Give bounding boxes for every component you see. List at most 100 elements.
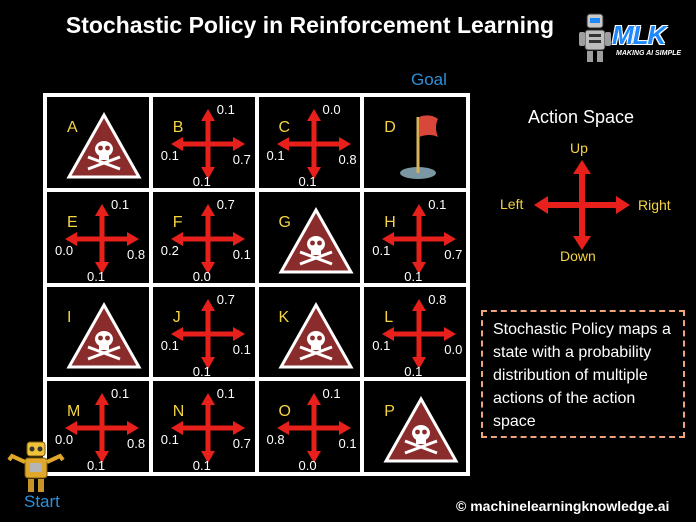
grid-cell-f: F 0.7 0.2 0.1 0.0	[152, 191, 255, 284]
cell-letter: J	[172, 308, 181, 326]
cell-letter: B	[172, 119, 184, 136]
skull-hazard-icon	[277, 206, 354, 274]
cell-letter: M	[67, 403, 81, 421]
policy-arrows-icon	[65, 203, 139, 274]
cell-letter: H	[384, 213, 396, 231]
prob-down: 0.1	[192, 458, 211, 474]
action-down-label: Down	[560, 248, 596, 264]
grid-cell-k: K	[258, 286, 361, 378]
grid-cell-p: P	[364, 381, 466, 472]
cell-letter: D	[384, 119, 396, 136]
prob-up: 0.1	[216, 102, 235, 117]
prob-left: 0.8	[266, 432, 285, 448]
cell-letter: O	[278, 403, 291, 421]
prob-up: 0.1	[322, 386, 341, 402]
grid-cell-b: B 0.1 0.1 0.7 0.1	[152, 97, 255, 189]
cell-letter: F	[172, 213, 183, 231]
grid-cell-g: G	[258, 191, 361, 283]
prob-left: 0.1	[160, 148, 179, 163]
prob-right: 0.7	[232, 152, 251, 167]
policy-arrows-icon	[276, 109, 351, 179]
cell-letter: E	[67, 213, 78, 231]
policy-arrows-icon	[382, 203, 457, 274]
policy-arrows-icon	[170, 298, 245, 369]
prob-right: 0.7	[444, 246, 463, 262]
policy-arrows-icon	[170, 203, 245, 274]
prob-right: 0.0	[444, 341, 463, 357]
policy-arrows-icon	[382, 298, 457, 369]
policy-arrows-icon	[170, 109, 245, 179]
grid-cell-l: L 0.8 0.1 0.0 0.1	[364, 286, 466, 379]
prob-down: 0.1	[404, 268, 423, 284]
skull-hazard-icon	[383, 396, 459, 463]
cell-letter: G	[278, 213, 291, 231]
prob-down: 0.1	[192, 174, 211, 189]
logo-tagline: MAKING AI SIMPLE	[616, 50, 682, 57]
prob-right: 0.8	[338, 152, 357, 167]
skull-hazard-icon	[66, 301, 142, 368]
action-up-label: Up	[570, 140, 588, 156]
grid-cell-n: N 0.1 0.1 0.7 0.1	[152, 381, 255, 474]
policy-arrows-icon	[170, 393, 245, 464]
prob-down: 0.1	[192, 363, 211, 379]
prob-right: 0.8	[127, 436, 146, 452]
prob-left: 0.1	[266, 148, 285, 163]
grid-cell-c: C 0.0 0.1 0.8 0.1	[258, 97, 361, 189]
action-space-arrows-icon	[534, 160, 630, 250]
goal-flag-icon	[400, 115, 439, 179]
copyright: © machinelearningknowledge.ai	[456, 498, 670, 514]
robot-mascot-icon	[579, 13, 611, 62]
prob-down: 0.0	[192, 268, 211, 284]
prob-up: 0.1	[216, 386, 235, 402]
grid-cell-d: D	[364, 97, 466, 188]
prob-up: 0.1	[428, 196, 447, 212]
cell-letter: K	[278, 308, 290, 326]
prob-up: 0.1	[111, 196, 130, 212]
cell-letter: L	[384, 308, 394, 326]
goal-label: Goal	[411, 70, 447, 89]
prob-right: 0.1	[232, 341, 251, 357]
prob-left: 0.1	[372, 337, 391, 353]
mlk-logo: MLK MAKING AI SIMPLE	[572, 10, 690, 66]
grid-cell-i: I	[47, 286, 149, 378]
prob-right: 0.7	[232, 436, 251, 452]
grid-cell-h: H 0.1 0.1 0.7 0.1	[364, 191, 466, 284]
prob-left: 0.1	[160, 432, 179, 448]
prob-right: 0.1	[232, 246, 251, 262]
start-label: Start	[24, 492, 60, 511]
cell-letter: C	[278, 119, 291, 136]
cell-letter: P	[384, 403, 395, 421]
grid-cell-e: E 0.1 0.0 0.8 0.1	[47, 191, 149, 284]
prob-up: 0.7	[216, 196, 235, 212]
prob-down: 0.1	[298, 174, 317, 189]
diagram-title: Stochastic Policy in Reinforcement Learn…	[65, 12, 555, 38]
logo-brand: MLK	[612, 20, 666, 50]
prob-left: 0.0	[55, 242, 74, 258]
prob-down: 0.1	[87, 268, 106, 284]
prob-left: 0.1	[160, 337, 179, 353]
cell-letter: N	[172, 403, 185, 421]
cell-letter: A	[67, 119, 78, 136]
action-space-title: Action Space	[528, 107, 635, 127]
grid-cell-a: A	[47, 97, 149, 188]
skull-hazard-icon	[277, 301, 354, 368]
prob-up: 0.1	[111, 386, 130, 402]
policy-arrows-icon	[276, 393, 351, 464]
prob-left: 0.1	[372, 242, 391, 258]
action-right-label: Right	[638, 197, 671, 213]
prob-up: 0.0	[322, 102, 341, 117]
prob-up: 0.8	[428, 291, 447, 307]
action-left-label: Left	[500, 196, 524, 212]
prob-right: 0.8	[127, 246, 146, 262]
skull-hazard-icon	[66, 111, 142, 179]
policy-note: Stochastic Policy maps a state with a pr…	[481, 310, 685, 438]
prob-down: 0.1	[404, 363, 423, 379]
prob-left: 0.2	[160, 242, 179, 258]
start-robot-icon	[7, 441, 65, 492]
prob-right: 0.1	[338, 436, 357, 452]
cell-letter: I	[67, 308, 72, 326]
